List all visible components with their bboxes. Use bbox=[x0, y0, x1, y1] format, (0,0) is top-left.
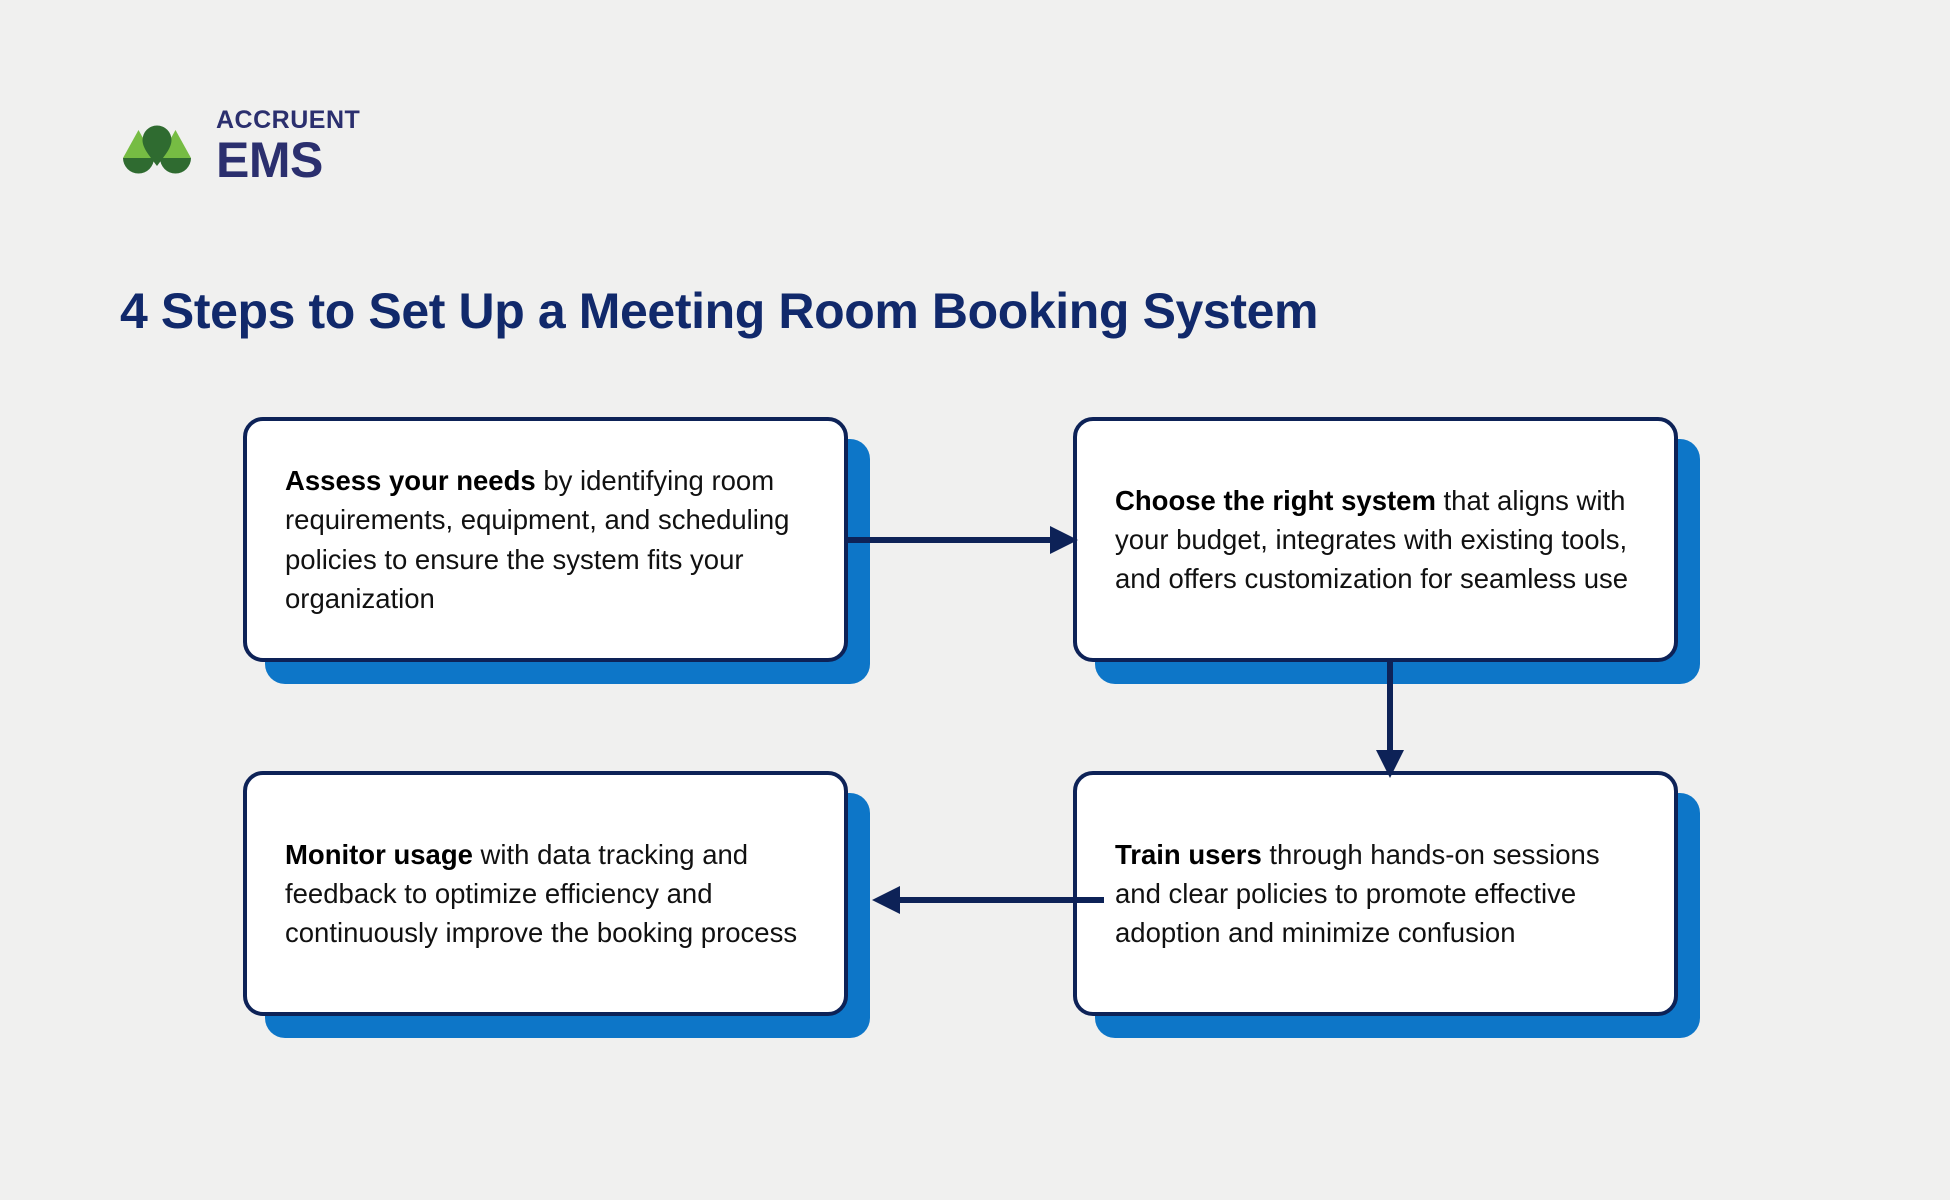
step-card-1: Assess your needs by identifying room re… bbox=[243, 417, 870, 684]
page-title: 4 Steps to Set Up a Meeting Room Booking… bbox=[120, 282, 1319, 339]
step-4-rest: with data tracking and feedback to optim… bbox=[285, 838, 798, 949]
step-4-text: Monitor usage with data tracking and fee… bbox=[247, 835, 844, 952]
step-card-3: Train users through hands-on sessions an… bbox=[1073, 771, 1700, 1038]
step-2-rest: that aligns with your budget, integrates… bbox=[1115, 484, 1629, 595]
step-4-lead: Monitor usage bbox=[285, 838, 473, 870]
arrow-left-icon-step3-to-step4 bbox=[872, 886, 1104, 914]
step-1-lead: Assess your needs bbox=[285, 465, 536, 497]
logo-ems-text: EMS bbox=[216, 132, 323, 188]
card-body-3: Train users through hands-on sessions an… bbox=[1073, 771, 1678, 1016]
logo-wordmark: ACCRUENT EMS bbox=[216, 106, 361, 188]
step-3-text: Train users through hands-on sessions an… bbox=[1077, 835, 1674, 952]
step-2-text: Choose the right system that aligns with… bbox=[1077, 481, 1674, 598]
arrow-down-icon-step2-to-step3 bbox=[1376, 660, 1404, 778]
card-body-4: Monitor usage with data tracking and fee… bbox=[243, 771, 848, 1016]
step-1-rest: by identifying room requirements, equipm… bbox=[285, 465, 790, 614]
step-3-rest: through hands-on sessions and clear poli… bbox=[1115, 838, 1600, 949]
step-2-lead: Choose the right system bbox=[1115, 484, 1436, 516]
step-3-lead: Train users bbox=[1115, 838, 1262, 870]
step-1-text: Assess your needs by identifying room re… bbox=[247, 461, 844, 617]
accruent-ems-logo: ACCRUENT EMS bbox=[118, 108, 360, 185]
arrow-right-icon-step1-to-step2 bbox=[846, 526, 1078, 554]
card-body-2: Choose the right system that aligns with… bbox=[1073, 417, 1678, 662]
logo-accruent-text: ACCRUENT bbox=[216, 106, 361, 134]
step-card-4: Monitor usage with data tracking and fee… bbox=[243, 771, 870, 1038]
accruent-triple-petal-mark bbox=[123, 125, 191, 173]
step-card-2: Choose the right system that aligns with… bbox=[1073, 417, 1700, 684]
card-body-1: Assess your needs by identifying room re… bbox=[243, 417, 848, 662]
